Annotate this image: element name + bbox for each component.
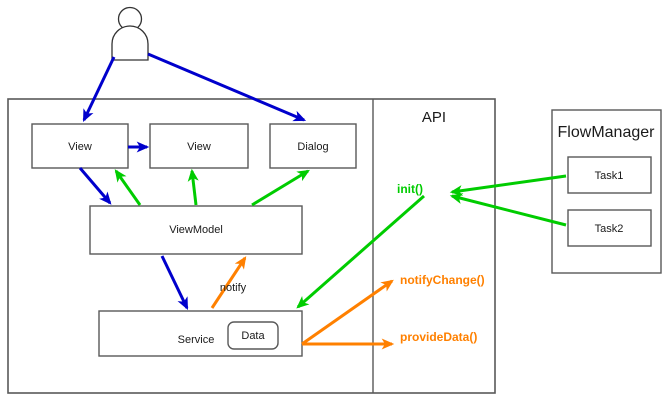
data-box[interactable] <box>227 321 279 350</box>
view-2-label: View <box>187 141 211 153</box>
view-1-label: View <box>68 141 92 153</box>
dialog-label: Dialog <box>297 141 328 153</box>
edge-service-to-viewmodel-notify <box>210 256 247 309</box>
service-label: Service <box>178 334 215 346</box>
api-section-label: API <box>422 109 446 126</box>
data-label: Data <box>241 330 265 342</box>
viewmodel-label: ViewModel <box>169 224 223 236</box>
edge-viewmodel-to-service <box>160 255 189 311</box>
edge-viewmodel-to-view-2 <box>187 168 199 206</box>
edge-user-to-view-1 <box>82 56 116 123</box>
task-2-label: Task2 <box>595 223 624 235</box>
edge-service-to-notifychange <box>301 279 394 346</box>
task-1-label: Task1 <box>595 170 624 182</box>
task-1-box[interactable] <box>567 156 652 194</box>
notify-edge-label: notify <box>220 282 247 294</box>
edge-viewmodel-to-dialog <box>251 169 310 207</box>
user-actor-icon <box>111 6 149 61</box>
edge-task-1-to-init <box>449 174 567 197</box>
init-call-label: init() <box>397 182 423 196</box>
edge-user-to-dialog <box>147 52 307 122</box>
flowmanager-label: FlowManager <box>558 124 656 141</box>
task-2-box[interactable] <box>567 209 652 247</box>
notifychange-call-label: notifyChange() <box>400 273 485 287</box>
edge-task-2-to-init <box>449 193 567 227</box>
edge-view-1-to-viewmodel <box>78 167 112 205</box>
edge-viewmodel-to-view-1 <box>114 169 142 206</box>
view-2-box[interactable] <box>149 123 249 169</box>
providedata-call-label: provideData() <box>400 330 477 344</box>
dialog-box[interactable] <box>269 123 357 169</box>
edge-init-to-service <box>296 194 425 309</box>
viewmodel-box[interactable] <box>89 205 303 255</box>
